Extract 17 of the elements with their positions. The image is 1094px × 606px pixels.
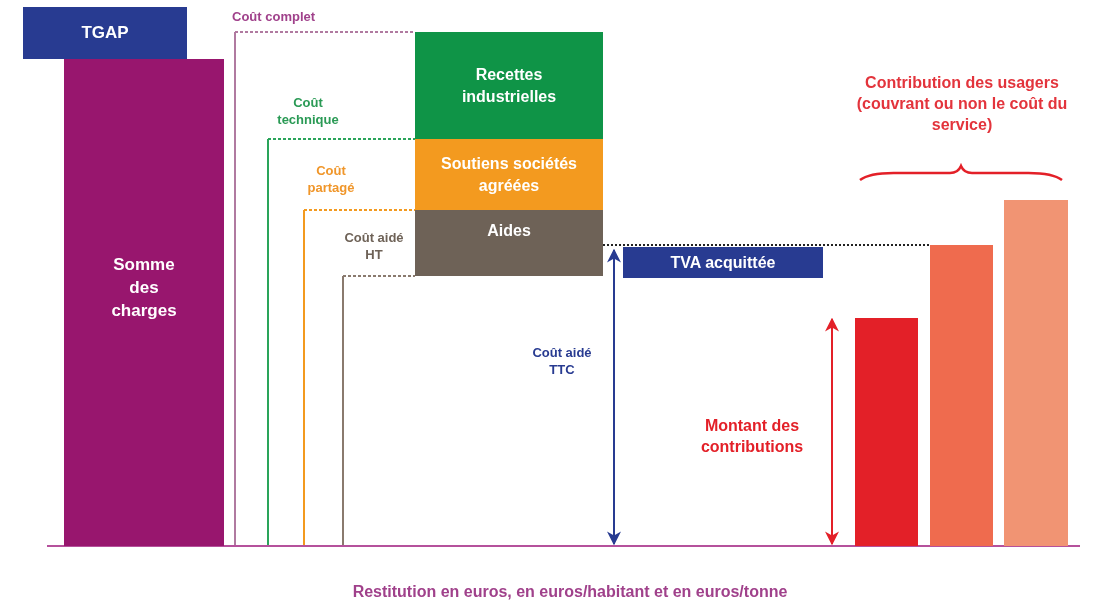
title-box: TGAP (23, 7, 187, 59)
label: Contribution des usagers (couvrant ou non le coût du service) (855, 73, 1069, 135)
stack-segment: Aides (415, 210, 603, 276)
bar (855, 318, 918, 546)
bar: Somme des charges (64, 59, 224, 546)
label: Coût aidé TTC (531, 345, 593, 379)
stack-segment: Recettes industrielles (415, 32, 603, 139)
label: Coût complet (232, 9, 317, 26)
label: Coût technique (276, 95, 340, 129)
tag-box: TVA acquittée (623, 247, 823, 278)
label: Montant des contributions (699, 416, 805, 457)
bar (930, 245, 993, 546)
stack-segment: Soutiens sociétés agréées (415, 139, 603, 210)
label: Coût aidé HT (343, 230, 405, 264)
label: Restitution en euros, en euros/habitant et en euros/tonne (351, 582, 789, 602)
label: Coût partagé (306, 163, 356, 197)
bar (1004, 200, 1068, 546)
